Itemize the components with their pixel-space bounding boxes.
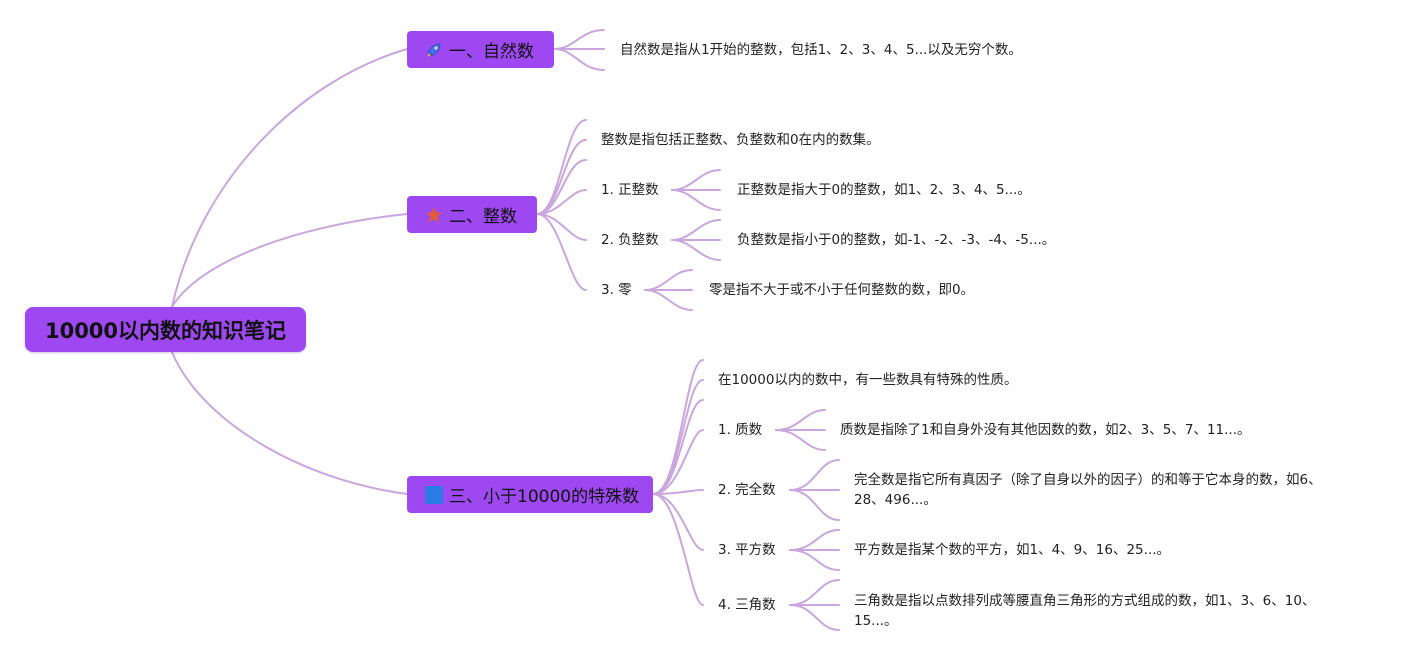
leaf-zero: 零是指不大于或不小于任何整数的数，即0。 <box>709 282 975 298</box>
sub-perfect-numbers[interactable]: 2. 完全数 <box>718 482 776 498</box>
root-title: 10000以内数的知识笔记 <box>44 318 287 343</box>
branch-special-numbers[interactable]: 三、小于10000的特殊数 <box>407 476 653 513</box>
leaf-natural-definition: 自然数是指从1开始的整数，包括1、2、3、4、5...以及无穷个数。 <box>620 42 1022 58</box>
star-icon <box>425 206 443 224</box>
leaf-square-numbers: 平方数是指某个数的平方，如1、4、9、16、25...。 <box>854 542 1170 558</box>
leaf-special-intro: 在10000以内的数中，有一些数具有特殊的性质。 <box>718 372 1018 388</box>
leaf-negative-integers: 负整数是指小于0的整数，如-1、-2、-3、-4、-5...。 <box>737 232 1056 248</box>
branch-title: 一、自然数 <box>449 42 534 62</box>
sub-negative-integers[interactable]: 2. 负整数 <box>601 232 659 248</box>
leaf-positive-integers: 正整数是指大于0的整数，如1、2、3、4、5...。 <box>737 182 1031 198</box>
link-root-branch2 <box>171 213 408 308</box>
square-icon <box>425 485 443 504</box>
sub-primes[interactable]: 1. 质数 <box>718 422 763 438</box>
sub-zero[interactable]: 3. 零 <box>601 282 632 298</box>
leaf-integer-definition: 整数是指包括正整数、负整数和0在内的数集。 <box>601 132 880 148</box>
branch-integers[interactable]: 二、整数 <box>407 196 537 233</box>
leaf-perfect-numbers: 完全数是指它所有真因子（除了自身以外的因子）的和等于它本身的数，如6、28、49… <box>854 472 1322 508</box>
root-node[interactable]: 10000以内数的知识笔记 <box>25 307 306 352</box>
leaf-triangular-numbers: 三角数是指以点数排列成等腰直角三角形的方式组成的数，如1、3、6、10、15..… <box>854 593 1316 629</box>
link-root-branch1 <box>171 48 408 308</box>
rocket-icon <box>425 41 443 59</box>
sub-positive-integers[interactable]: 1. 正整数 <box>601 182 659 198</box>
leaf-primes: 质数是指除了1和自身外没有其他因数的数，如2、3、5、7、11...。 <box>840 422 1251 438</box>
branch-title: 三、小于10000的特殊数 <box>449 487 640 507</box>
link-root-branch3 <box>171 351 408 495</box>
sub-triangular-numbers[interactable]: 4. 三角数 <box>718 597 776 613</box>
branch-title: 二、整数 <box>449 207 517 227</box>
sub-square-numbers[interactable]: 3. 平方数 <box>718 542 776 558</box>
branch-natural-numbers[interactable]: 一、自然数 <box>407 31 554 68</box>
